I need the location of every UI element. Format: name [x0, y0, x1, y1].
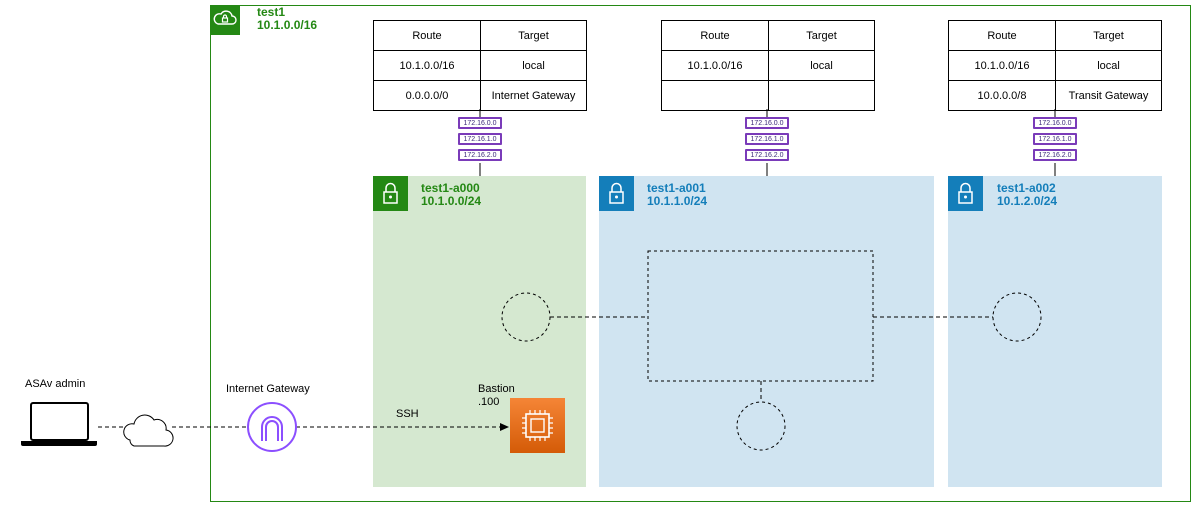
table-cell: 10.0.0.0/8 [948, 80, 1056, 111]
table-row: 0.0.0.0/0 Internet Gateway [373, 80, 587, 111]
bastion-label: Bastion .100 [478, 383, 515, 409]
subnet-name: test1-a001 [647, 181, 706, 195]
subnet-cidr: 10.1.2.0/24 [997, 194, 1058, 208]
ssh-label: SSH [396, 408, 419, 420]
admin-label: ASAv admin [25, 378, 86, 390]
arrowhead [500, 423, 509, 431]
prefix-list-entry: 172.16.0.0 [458, 117, 502, 129]
subnet-test1-a002 [948, 176, 1162, 487]
prefix-list-entry: 172.16.0.0 [745, 117, 789, 129]
route-table-a002: Route Target 10.1.0.0/16 local 10.0.0.0/… [948, 20, 1162, 111]
lock-icon [373, 176, 408, 211]
table-row: Route Target [661, 20, 875, 51]
prefix-list-entry: 172.16.1.0 [458, 133, 502, 145]
cloud-lock-icon [210, 5, 240, 35]
cloud-icon [123, 414, 174, 447]
prefix-list-entry: 172.16.1.0 [1033, 133, 1077, 145]
subnet-name: test1-a000 [421, 181, 480, 195]
prefix-list-entry: 172.16.1.0 [745, 133, 789, 145]
igw-label: Internet Gateway [226, 383, 310, 395]
placeholder-node [501, 292, 551, 342]
vpc-boundary [210, 5, 1191, 502]
placeholder-node [992, 292, 1042, 342]
vpc-name: test1 [257, 5, 286, 19]
table-header-cell: Route [373, 20, 481, 51]
table-row: 10.0.0.0/8 Transit Gateway [948, 80, 1162, 111]
subnet-cidr: 10.1.0.0/24 [421, 194, 482, 208]
table-row: 10.1.0.0/16 local [373, 50, 587, 81]
bastion-ip: .100 [478, 396, 500, 408]
vpc-cidr: 10.1.0.0/16 [257, 18, 318, 32]
placeholder-node [736, 401, 786, 451]
subnet-label: test1-a000 10.1.0.0/24 [421, 182, 481, 208]
subnet-label: test1-a001 10.1.1.0/24 [647, 182, 707, 208]
table-header-cell: Target [480, 20, 587, 51]
table-cell: 0.0.0.0/0 [373, 80, 481, 111]
prefix-list-entry: 172.16.0.0 [1033, 117, 1077, 129]
prefix-list-entry: 172.16.2.0 [745, 149, 789, 161]
subnet-name: test1-a002 [997, 181, 1056, 195]
table-row: Route Target [373, 20, 587, 51]
prefix-list-entry: 172.16.2.0 [1033, 149, 1077, 161]
table-cell [768, 80, 875, 111]
table-cell: 10.1.0.0/16 [373, 50, 481, 81]
table-header-cell: Route [948, 20, 1056, 51]
table-cell: local [768, 50, 875, 81]
ec2-instance-icon [510, 398, 565, 453]
table-row [661, 80, 875, 111]
vpc-label: test1 10.1.0.0/16 [257, 6, 317, 32]
subnet-test1-a001 [599, 176, 934, 487]
table-cell [661, 80, 769, 111]
lock-icon [948, 176, 983, 211]
internet-gateway-icon [247, 402, 297, 452]
laptop-icon [21, 402, 97, 446]
placeholder-box [647, 250, 874, 382]
table-row: Route Target [948, 20, 1162, 51]
table-cell: Transit Gateway [1055, 80, 1162, 111]
table-cell: Internet Gateway [480, 80, 587, 111]
route-table-a000: Route Target 10.1.0.0/16 local 0.0.0.0/0… [373, 20, 587, 111]
route-table-a001: Route Target 10.1.0.0/16 local [661, 20, 875, 111]
table-row: 10.1.0.0/16 local [661, 50, 875, 81]
lock-icon [599, 176, 634, 211]
bastion-name: Bastion [478, 383, 515, 395]
subnet-label: test1-a002 10.1.2.0/24 [997, 182, 1057, 208]
table-cell: local [480, 50, 587, 81]
table-header-cell: Target [768, 20, 875, 51]
subnet-cidr: 10.1.1.0/24 [647, 194, 708, 208]
prefix-list-entry: 172.16.2.0 [458, 149, 502, 161]
